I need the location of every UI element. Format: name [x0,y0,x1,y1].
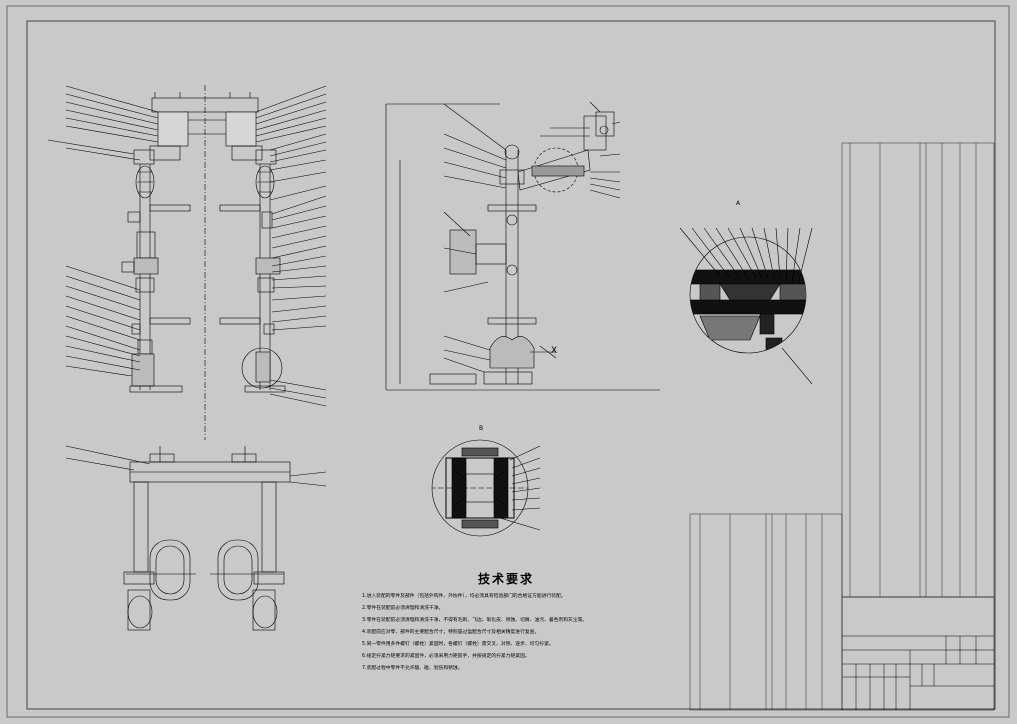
note-item: 5.同一零件用多件螺钉（螺栓）紧固时，各螺钉（螺栓）需交叉、对称、逐步、均匀拧紧… [362,642,554,647]
front-view-left [47,85,327,440]
note-item: 1.进入装配的零件及部件（包括外购件、外协件），均必须具有检验部门的合格证方能进… [362,594,566,599]
notes-title: 技术要求 [478,572,535,586]
note-item: 7.装配过程中零件不允许磕、碰、划伤和锈蚀。 [362,666,463,671]
note-item: 3.零件在装配前必须清理和清洗干净，不得有毛刺、飞边、氧化皮、锈蚀、切屑、油污、… [362,618,588,623]
note-item: 4.装配前应对零、部件的主要配合尺寸，特别是过盈配合尺寸及相关精度进行复查。 [362,630,540,635]
note-item: 2.零件在装配前必须清理和清洗干净。 [362,606,444,611]
parts-list-right [841,142,995,598]
title-block [841,596,995,711]
detail-view-center [431,439,541,537]
section-label-b: B [479,425,484,432]
side-view-center [385,101,660,391]
section-label-a: A [736,200,741,207]
bottom-view-left [65,445,327,631]
note-item: 6.规定拧紧力矩要求的紧固件，必须采用力矩扳手，并按规定的拧紧力矩紧固。 [362,654,530,659]
center-marker: X [551,346,558,356]
detail-view-right [679,227,813,385]
